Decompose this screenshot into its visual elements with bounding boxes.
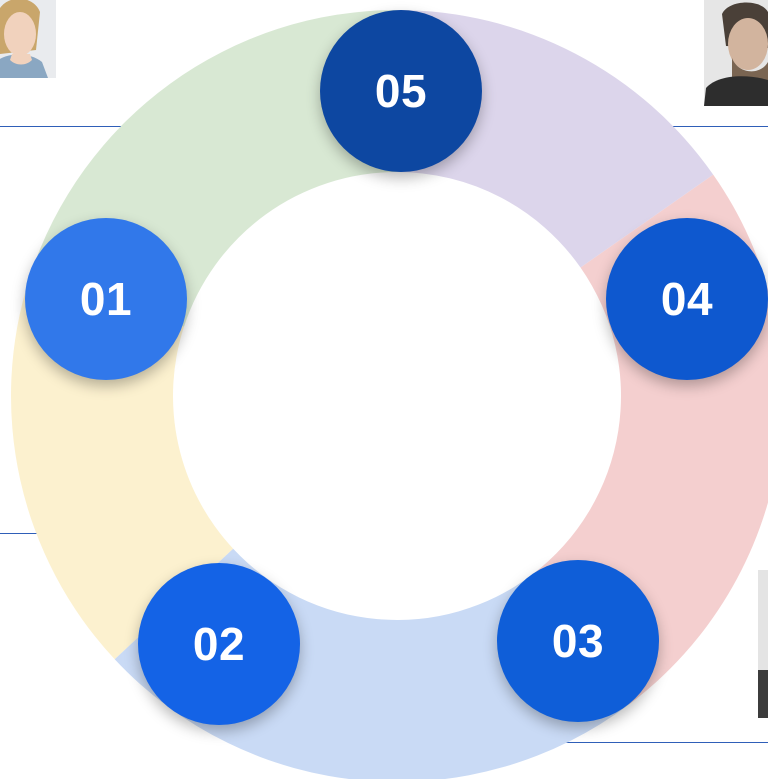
connector-line-top-right [668,126,768,127]
step-number-04: 04 [660,273,714,325]
ring-segment-02 [10,276,234,660]
connector-line-mid-left [0,533,38,534]
step-marker-03: 03 [497,560,659,722]
person-photo-man [704,0,768,106]
step-marker-05: 05 [320,10,482,172]
step-marker-01: 01 [25,218,187,380]
step-marker-04: 04 [606,218,768,380]
step-number-02: 02 [192,618,246,670]
connector-line-bottom-right [566,742,768,743]
step-number-01: 01 [79,273,133,325]
step-marker-02: 02 [138,563,300,725]
connector-line-top-left [0,126,128,127]
step-number-05: 05 [374,65,428,117]
person-photo-partial [758,570,768,718]
step-number-03: 03 [551,615,605,667]
person-photo-woman [0,0,56,78]
